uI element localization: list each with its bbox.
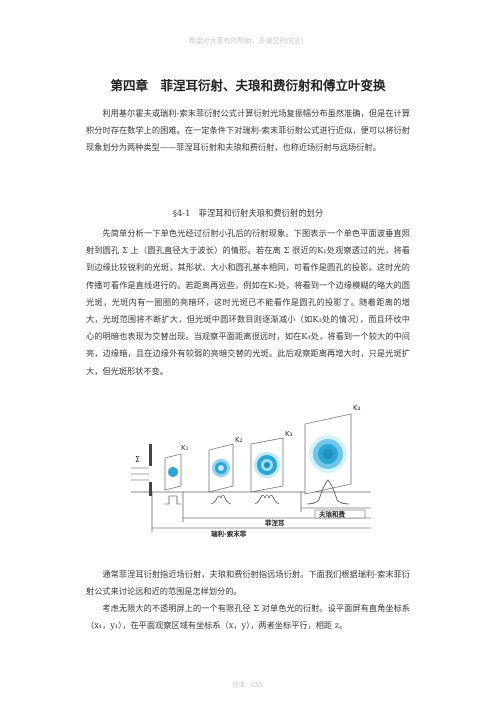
k4-label: K₄ bbox=[353, 404, 361, 412]
incident-light-arrows bbox=[131, 467, 149, 481]
paragraph-near-far-field: 通常菲涅耳衍射指近场衍射，夫琅和费衍射指远场衍射。下面我们根据瑞利-索末菲衍射公… bbox=[86, 569, 410, 597]
sigma-label: Σ bbox=[135, 455, 140, 464]
section-title: §4-1 菲涅耳和衍射夫琅和费衍射的划分 bbox=[172, 208, 324, 218]
intensity-profiles bbox=[165, 479, 350, 505]
page-header: 希望对大家有所帮助，多谢您的浏览！ bbox=[188, 37, 308, 45]
k2-label: K₂ bbox=[235, 436, 243, 444]
fraunhofer-label: 夫琅和费 bbox=[319, 510, 346, 519]
chapter-title: 第四章 菲涅耳衍射、夫琅和费衍射和傅立叶变换 bbox=[110, 78, 386, 93]
fresnel-label: 菲涅耳 bbox=[265, 518, 285, 527]
paragraph-diffraction-phenomenon: 先简单分析一下单色光经过衍射小孔后的衍射现象。下图表示一个单色平面波垂直照射到圆… bbox=[86, 228, 410, 376]
k1-label: K₁ bbox=[181, 444, 189, 452]
spot-k1 bbox=[168, 467, 178, 477]
aperture-hole bbox=[149, 466, 152, 482]
k3-label: K₃ bbox=[285, 430, 293, 438]
rayleigh-sommerfeld-label: 瑞利-索末菲 bbox=[211, 529, 247, 538]
paragraph-aperture-coordinates: 考虑无限大的不透明屏上的一个有限孔径 Σ 对单色光的衍射。设平面屏有直角坐标系（… bbox=[86, 603, 410, 631]
diffraction-figure: Σ K₁ K₂ K₃ K₄ 夫琅和费 菲涅耳 瑞利-索末菲 bbox=[131, 404, 371, 538]
page-footer: 授课：XXX bbox=[232, 682, 264, 689]
intro-paragraph: 利用基尔霍夫或瑞利-索末菲衍射公式计算衍射光场复振幅分布虽然准确，但是在计算积分… bbox=[86, 108, 410, 153]
